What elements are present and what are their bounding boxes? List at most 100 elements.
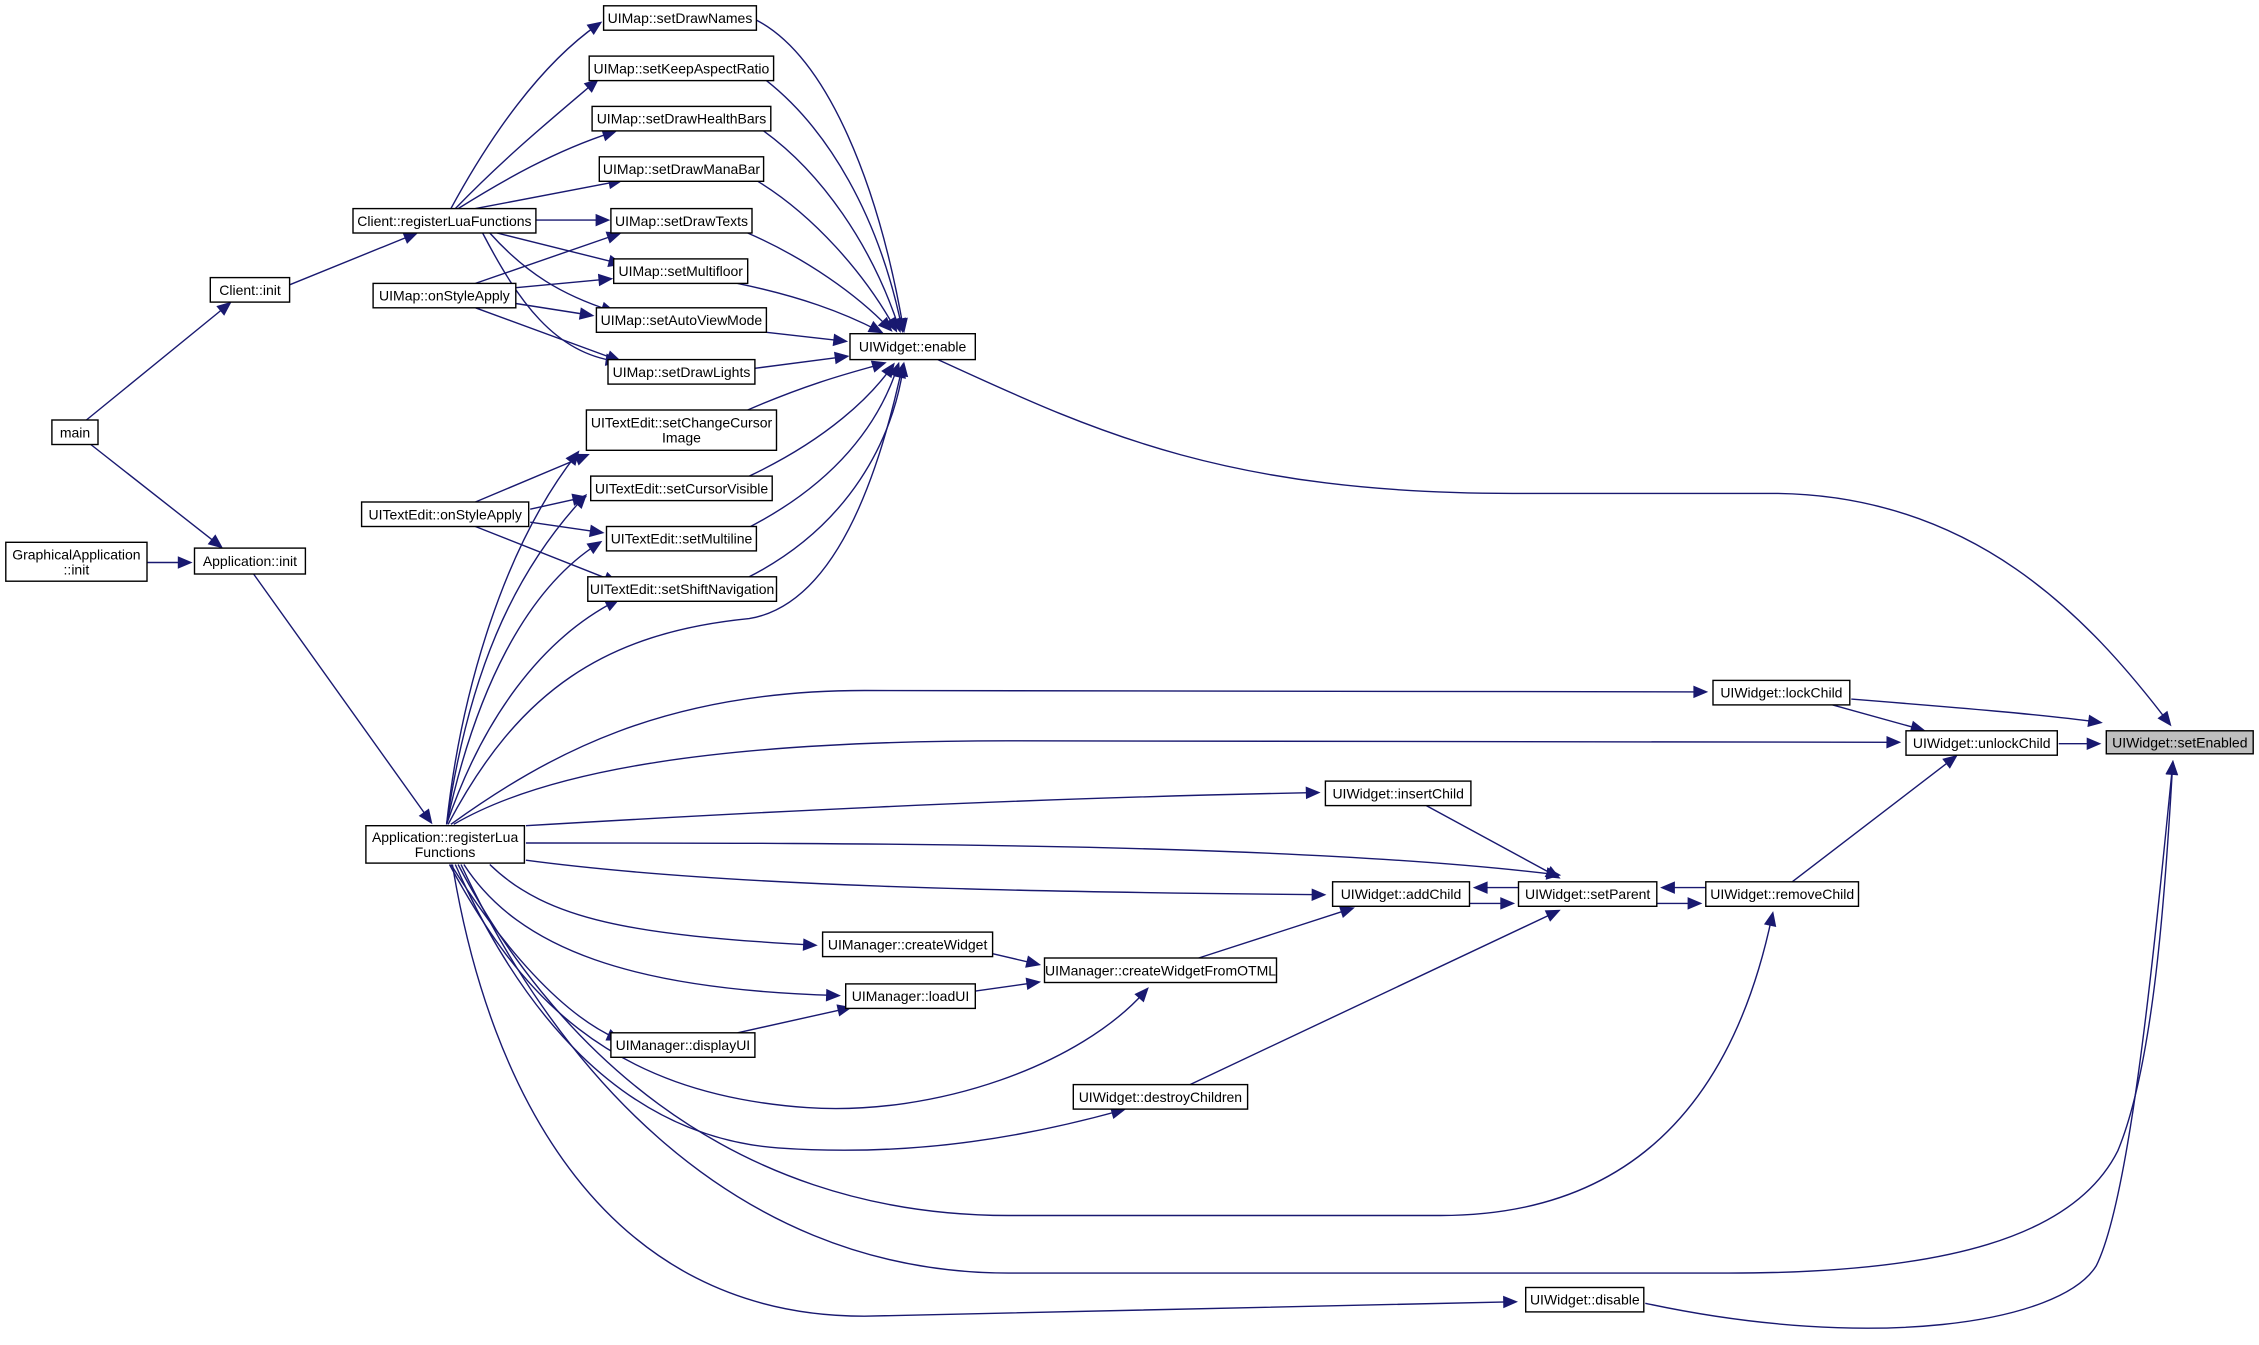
node-box — [610, 1032, 756, 1059]
node-label: UIWidget::setEnabled — [2112, 734, 2247, 750]
arrowhead — [825, 988, 841, 1002]
node-setDrawHealthBars[interactable]: UIMap::setDrawHealthBars — [591, 105, 772, 132]
edge-appRegisterLua-to-disable — [451, 864, 1518, 1317]
edge-setMultifloor-to-enable — [737, 282, 884, 334]
edge-appRegisterLua-to-addChild — [525, 859, 1327, 901]
arrowhead — [1763, 911, 1777, 927]
arrowhead — [1693, 685, 1709, 699]
edge-line — [475, 180, 619, 210]
node-setDrawTexts[interactable]: UIMap::setDrawTexts — [610, 207, 753, 234]
node-label: UIMap::setDrawManaBar — [603, 161, 761, 177]
node-box — [845, 983, 977, 1010]
edge-line — [496, 232, 619, 264]
node-main[interactable]: main — [51, 419, 99, 446]
edge-line — [453, 740, 1896, 825]
node-setAutoViewMode[interactable]: UIMap::setAutoViewMode — [595, 307, 768, 333]
node-setDrawManaBar[interactable]: UIMap::setDrawManaBar — [598, 156, 765, 183]
edge-lockChild-to-unlockChild — [1832, 704, 1926, 733]
node-setDrawLights[interactable]: UIMap::setDrawLights — [607, 358, 756, 385]
node-clientRegisterLua[interactable]: Client::registerLuaFunctions — [352, 207, 537, 234]
node-label: UIManager::createWidgetFromOTML — [1045, 962, 1276, 978]
node-setCursorVisible[interactable]: UITextEdit::setCursorVisible — [590, 475, 773, 502]
node-removeChild[interactable]: UIWidget::removeChild — [1705, 881, 1860, 907]
node-graphicalInit[interactable]: GraphicalApplication::init — [5, 541, 148, 582]
arrowhead — [588, 524, 605, 538]
arrowhead — [2086, 737, 2102, 750]
node-box — [5, 541, 148, 582]
node-appRegisterLua[interactable]: Application::registerLuaFunctions — [365, 825, 526, 864]
arrowhead — [1660, 881, 1675, 894]
arrowhead — [1311, 888, 1327, 901]
node-box — [605, 525, 758, 552]
edge-line — [85, 304, 229, 421]
node-clientInit[interactable]: Client::init — [209, 276, 291, 303]
edge-setShiftNavigation-to-enable — [748, 361, 909, 578]
arrowhead — [207, 534, 224, 549]
edge-line — [463, 864, 836, 997]
edge-appRegisterLua-to-createWidget — [489, 863, 818, 951]
edge-line — [1189, 911, 1557, 1086]
edge-appRegisterLua-to-setParent — [525, 842, 1562, 880]
edge-line — [765, 80, 903, 329]
node-appInit[interactable]: Application::init — [193, 547, 307, 575]
node-mapOnStyleApply[interactable]: UIMap::onStyleApply — [372, 282, 517, 309]
node-box — [1905, 730, 2059, 756]
edge-createWidgetFromOTML-to-addChild — [1198, 906, 1355, 959]
edge-appRegisterLua-to-removeChild — [457, 864, 1777, 1217]
arrowhead — [832, 333, 849, 347]
node-label: UITextEdit::onStyleApply — [369, 506, 522, 522]
node-setMultifloor[interactable]: UIMap::setMultifloor — [613, 258, 749, 285]
node-label: UIMap::setDrawTexts — [615, 213, 748, 229]
arrowhead — [1886, 736, 1902, 749]
node-createWidgetFromOTML[interactable]: UIManager::createWidgetFromOTML — [1043, 957, 1278, 984]
edge-line — [448, 864, 1146, 1110]
node-loadUI[interactable]: UIManager::loadUI — [845, 983, 977, 1010]
node-box — [352, 207, 537, 234]
node-destroyChildren[interactable]: UIWidget::destroyChildren — [1072, 1083, 1249, 1110]
node-setMultiline[interactable]: UITextEdit::setMultiline — [605, 525, 758, 552]
node-insertChild[interactable]: UIWidget::insertChild — [1324, 780, 1472, 807]
node-enable[interactable]: UIWidget::enable — [849, 333, 977, 361]
node-label: UITextEdit::setMultiline — [611, 531, 753, 547]
edge-graphicalInit-to-appInit — [147, 556, 193, 569]
node-lockChild[interactable]: UIWidget::lockChild — [1712, 679, 1851, 706]
node-displayUI[interactable]: UIManager::displayUI — [610, 1032, 756, 1059]
node-label: main — [60, 424, 90, 440]
edge-destroyChildren-to-setParent — [1189, 909, 1561, 1086]
node-label: UIMap::setMultifloor — [618, 263, 743, 279]
node-label: UIMap::onStyleApply — [379, 288, 510, 304]
edge-line — [756, 19, 904, 329]
edge-line — [475, 233, 617, 285]
edge-line — [445, 600, 616, 825]
arrowhead — [595, 213, 611, 227]
node-setKeepAspectRatio[interactable]: UIMap::setKeepAspectRatio — [588, 55, 775, 82]
arrowhead — [1503, 1295, 1518, 1309]
arrowhead — [895, 361, 909, 378]
node-unlockChild[interactable]: UIWidget::unlockChild — [1905, 730, 2059, 756]
node-box — [821, 931, 994, 958]
edge-line — [1791, 757, 1955, 883]
node-label: Application::init — [203, 553, 297, 569]
arrowhead — [867, 320, 884, 334]
node-box — [588, 55, 775, 82]
edge-textEditOnStyleApply-to-setCursorVisible — [530, 493, 588, 510]
node-addChild[interactable]: UIWidget::addChild — [1331, 881, 1471, 907]
node-setEnabled[interactable]: UIWidget::setEnabled — [2105, 730, 2254, 755]
edge-line — [475, 307, 617, 361]
edge-displayUI-to-loadUI — [737, 1004, 853, 1034]
node-box — [1043, 957, 1278, 984]
node-createWidget[interactable]: UIManager::createWidget — [821, 931, 994, 958]
edge-line — [1425, 804, 1557, 877]
edge-setParent-to-removeChild — [1656, 897, 1703, 910]
node-label: UIWidget::setParent — [1525, 886, 1650, 902]
node-setDrawNames[interactable]: UIMap::setDrawNames — [602, 5, 758, 31]
edge-layer — [85, 19, 2179, 1329]
node-setParent[interactable]: UIWidget::setParent — [1517, 881, 1658, 907]
edge-line — [454, 864, 1122, 1151]
edge-line — [454, 81, 596, 210]
node-setShiftNavigation[interactable]: UITextEdit::setShiftNavigation — [587, 576, 778, 602]
node-disable[interactable]: UIWidget::disable — [1524, 1286, 1645, 1313]
edge-line — [747, 232, 890, 329]
node-textEditOnStyleApply[interactable]: UITextEdit::onStyleApply — [360, 501, 530, 528]
